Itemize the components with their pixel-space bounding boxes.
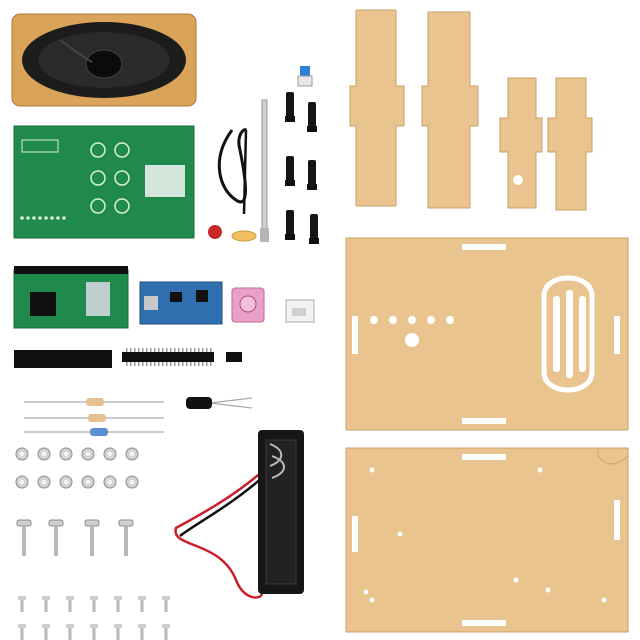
- standoff: [42, 596, 50, 600]
- front-panel-holes: [370, 316, 454, 324]
- wire-lead: [217, 128, 248, 215]
- charging-module: [139, 281, 223, 325]
- tactile-button: [310, 214, 318, 244]
- acrylic-side-panel-2: [421, 11, 479, 209]
- back-panel-holes: [363, 467, 607, 603]
- front-panel-hole: [408, 316, 416, 324]
- pcb-via: [38, 216, 42, 220]
- resistor-body: [86, 398, 104, 406]
- tactile-button: [308, 102, 316, 132]
- acrylic-back-panel: [345, 447, 629, 633]
- standoff: [66, 624, 74, 628]
- back-panel-hole: [363, 589, 369, 595]
- speaker-grille: [541, 275, 595, 393]
- pcb-button-pad: [90, 198, 106, 214]
- front-panel-hole: [370, 316, 378, 324]
- standoff: [162, 596, 170, 600]
- pcb-holes: [20, 142, 130, 220]
- battery-holder: [174, 430, 304, 599]
- back-panel-hole: [397, 531, 403, 537]
- screw-head: [16, 519, 32, 527]
- tactile-button: [308, 160, 316, 190]
- front-panel-hole: [427, 316, 435, 324]
- tactile-button: [286, 92, 294, 122]
- standoffs: [18, 596, 170, 640]
- speaker-dustcap: [85, 49, 123, 79]
- standoff: [162, 624, 170, 628]
- standoff: [42, 624, 50, 628]
- standoff: [90, 624, 98, 628]
- screws: [16, 519, 134, 556]
- power-switch-small: [297, 66, 313, 87]
- standoff: [18, 624, 26, 628]
- resistor-body: [90, 428, 108, 436]
- tactile-button: [286, 210, 294, 240]
- back-panel-hole: [537, 467, 543, 473]
- back-panel-hole: [513, 577, 519, 583]
- standoff: [114, 624, 122, 628]
- power-switch: [285, 299, 315, 323]
- radio-module: [13, 266, 129, 329]
- pcb-button-pad: [90, 142, 106, 158]
- pin-headers: [14, 348, 242, 368]
- back-panel-hole: [369, 467, 375, 473]
- standoff: [138, 596, 146, 600]
- acrylic-front-panel: [345, 237, 629, 431]
- acrylic-side-panels: [349, 9, 593, 211]
- telescopic-antenna: [260, 99, 269, 242]
- resistors: [24, 398, 164, 436]
- screw-head: [48, 519, 64, 527]
- tactile-buttons: [285, 92, 319, 244]
- standoff: [66, 596, 74, 600]
- acrylic-side-panel-3: [499, 77, 543, 209]
- front-panel-hole: [446, 316, 454, 324]
- pcb-via: [20, 216, 24, 220]
- back-panel-hole: [601, 597, 607, 603]
- pcb-via: [26, 216, 30, 220]
- screw-head: [84, 519, 100, 527]
- back-panel-hole: [545, 587, 551, 593]
- pcb-button-pad: [114, 198, 130, 214]
- standoff: [18, 596, 26, 600]
- main-pcb: [13, 125, 195, 239]
- standoff: [90, 596, 98, 600]
- screw-shaft: [54, 526, 58, 556]
- pcb-via: [44, 216, 48, 220]
- acrylic-side-panel-1: [349, 9, 405, 207]
- pcb-button-pad: [114, 170, 130, 186]
- screw-shaft: [22, 526, 26, 556]
- screw-head: [118, 519, 134, 527]
- capacitor: [186, 397, 253, 409]
- audio-jack: [231, 287, 265, 323]
- resistor-body: [88, 414, 106, 422]
- front-panel-hole: [389, 316, 397, 324]
- pcb-via: [50, 216, 54, 220]
- standoff: [138, 624, 146, 628]
- acrylic-side-panel-4: [547, 77, 593, 211]
- standoff: [114, 596, 122, 600]
- screw-shaft: [90, 526, 94, 556]
- pcb-button-pad: [90, 170, 106, 186]
- nuts: [15, 447, 139, 489]
- tactile-button: [286, 156, 294, 186]
- screw-shaft: [124, 526, 128, 556]
- pcb-via: [56, 216, 60, 220]
- pcb-button-pad: [114, 142, 130, 158]
- pcb-via: [62, 216, 66, 220]
- back-panel-hole: [369, 597, 375, 603]
- speaker: [11, 13, 197, 107]
- red-led: [208, 225, 257, 242]
- pcb-via: [32, 216, 36, 220]
